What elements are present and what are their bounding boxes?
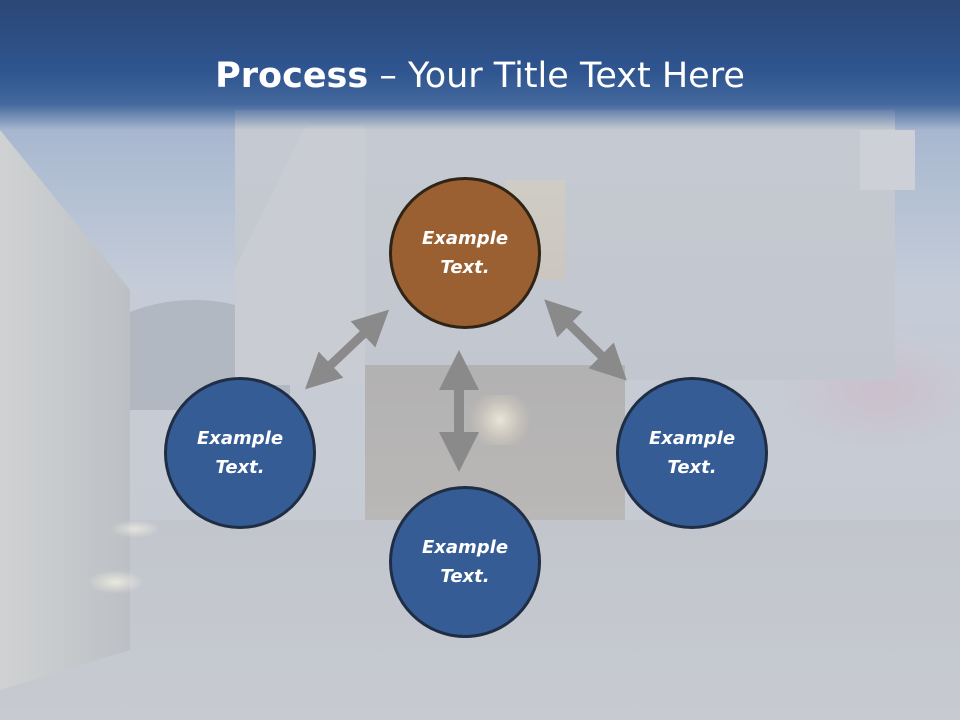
porch-lamp bbox=[470, 395, 530, 445]
arrow-top-right[interactable] bbox=[544, 299, 627, 381]
process-node-right[interactable]: Example Text. bbox=[616, 377, 768, 529]
process-node-left[interactable]: Example Text. bbox=[164, 377, 316, 529]
ground-light bbox=[88, 570, 144, 594]
title-bold-part: Process bbox=[215, 56, 369, 96]
house-roof-edge bbox=[860, 130, 915, 190]
arrow-top-left[interactable] bbox=[304, 309, 390, 390]
node-label: Example Text. bbox=[196, 428, 284, 478]
ground-light bbox=[110, 520, 160, 538]
node-label: Example Text. bbox=[648, 428, 736, 478]
node-label: Example Text. bbox=[421, 228, 509, 278]
process-node-bottom[interactable]: Example Text. bbox=[389, 486, 541, 638]
slide-title[interactable]: Process – Your Title Text Here bbox=[0, 54, 960, 98]
node-label: Example Text. bbox=[421, 537, 509, 587]
title-rest-part: – Your Title Text Here bbox=[368, 56, 745, 96]
title-band bbox=[0, 0, 960, 130]
process-node-top[interactable]: Example Text. bbox=[389, 177, 541, 329]
